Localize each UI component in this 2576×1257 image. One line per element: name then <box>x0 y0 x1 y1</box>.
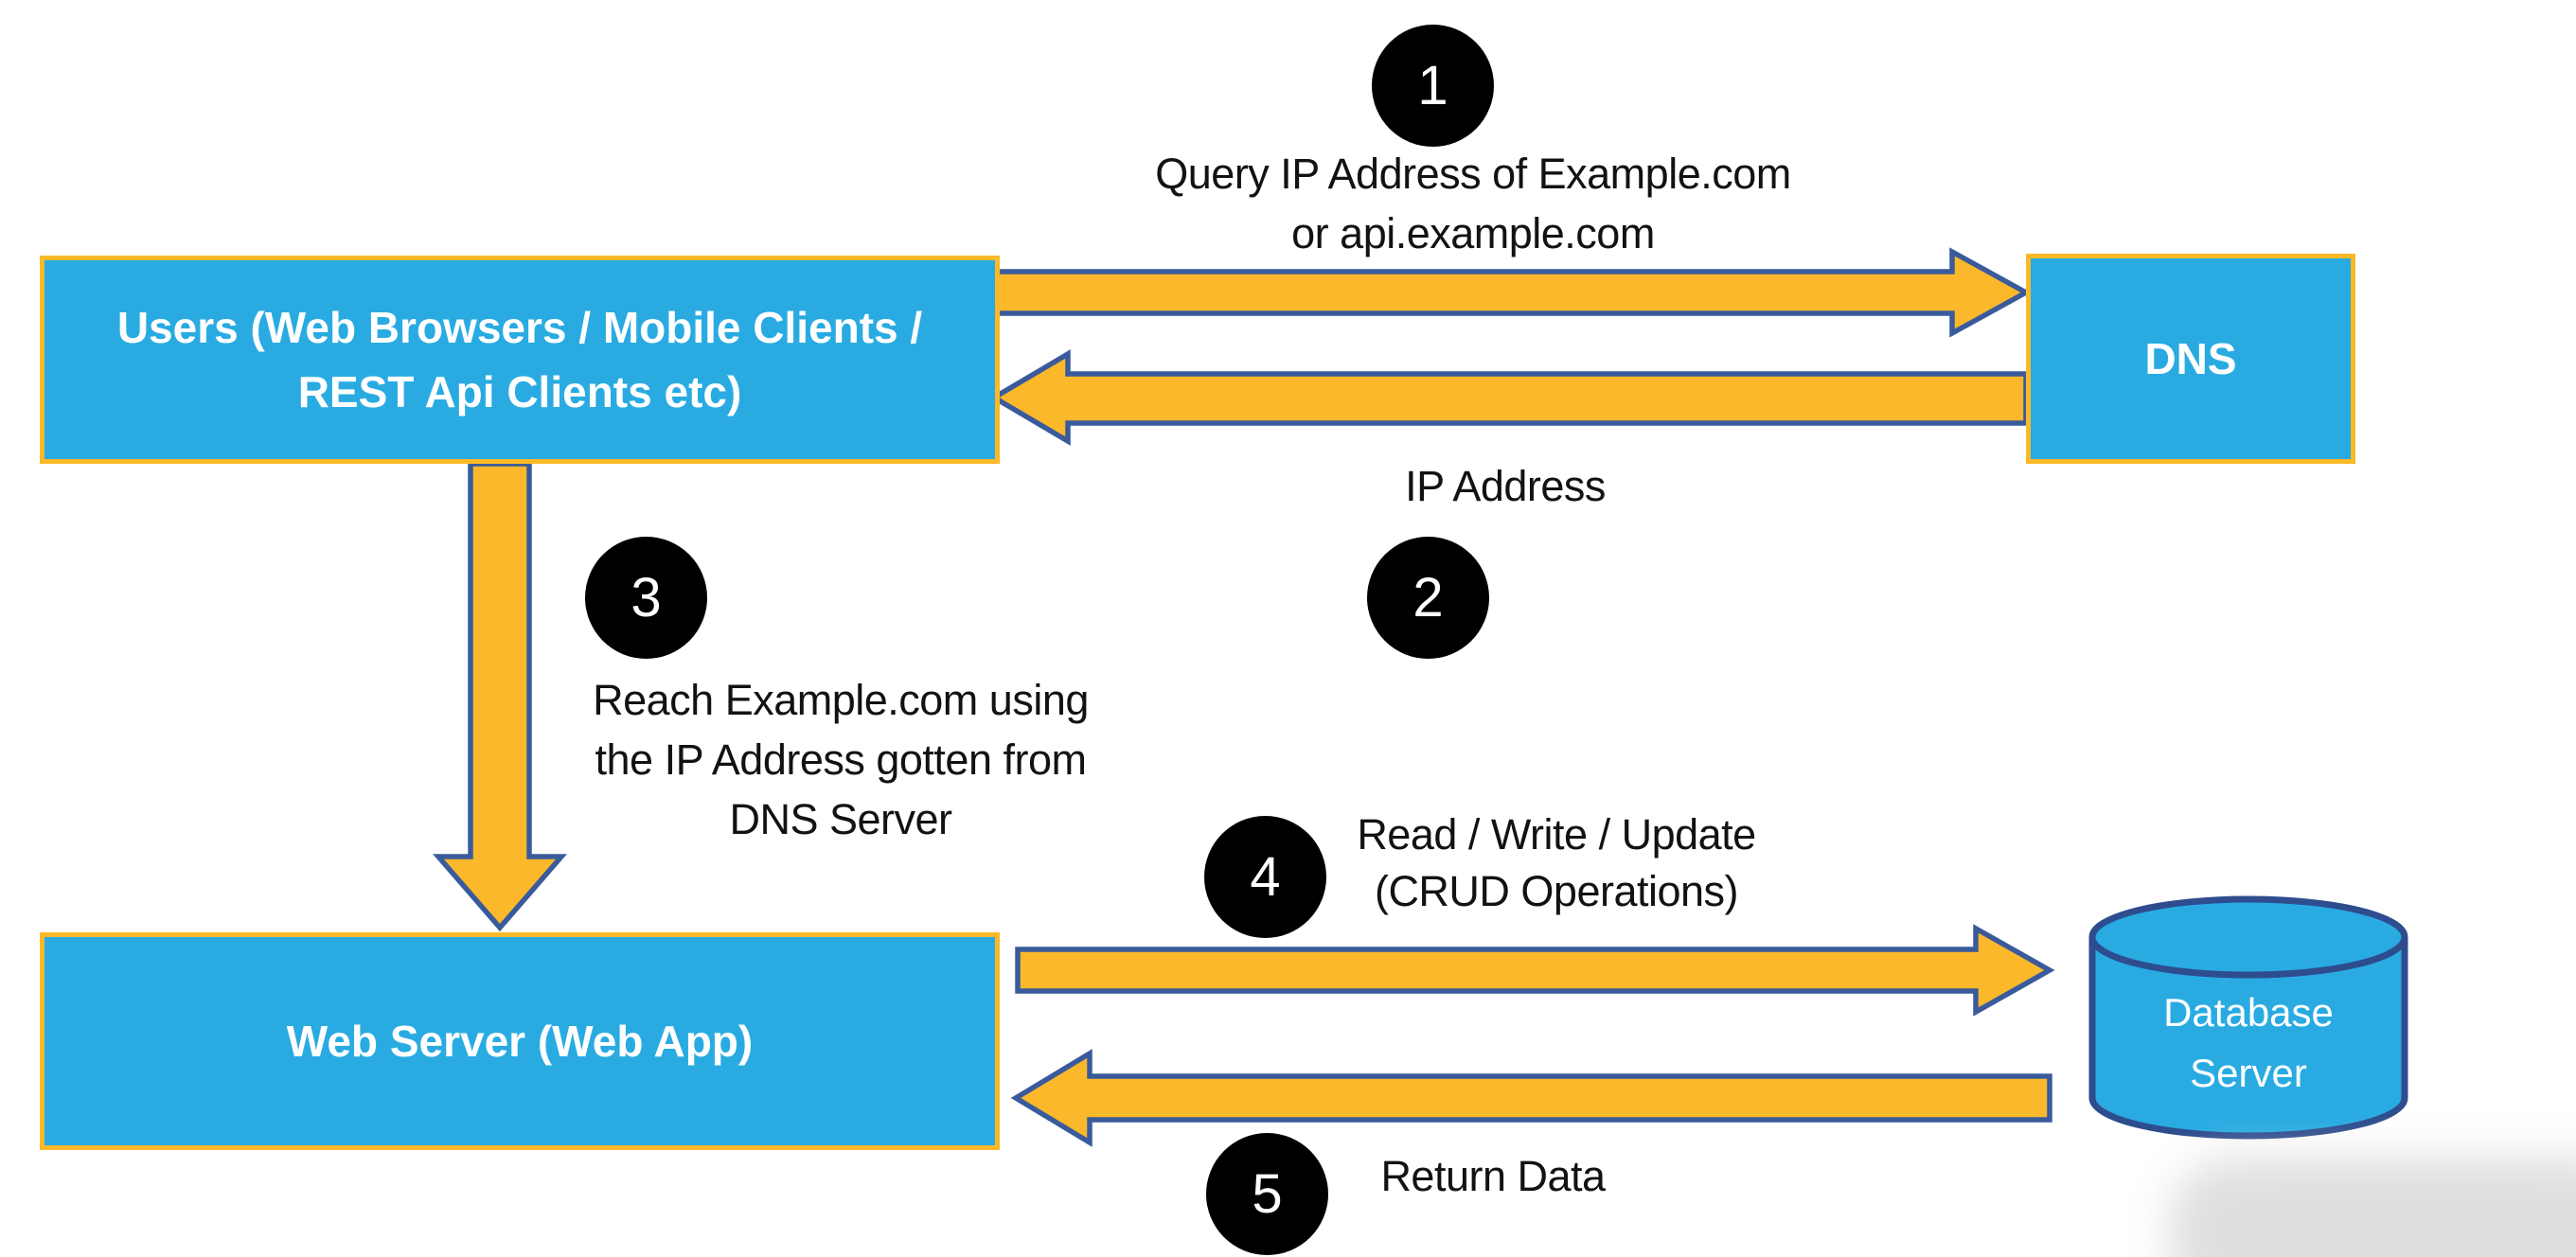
step-1-label-line2: or api.example.com <box>1291 209 1655 257</box>
step-3-label-line2: the IP Address gotten from <box>595 735 1087 784</box>
step-3-label: Reach Example.com using the IP Address g… <box>593 670 1089 849</box>
step-4-label-line1: Read / Write / Update <box>1357 810 1756 859</box>
arrow-reach-webserver-down <box>432 461 568 932</box>
node-dns-box: DNS <box>2026 254 2355 464</box>
step-3-label-line1: Reach Example.com using <box>593 676 1089 724</box>
step-4-number: 4 <box>1250 846 1281 908</box>
node-users-label-line2: REST Api Clients etc) <box>297 367 742 416</box>
step-3-number: 3 <box>631 567 662 628</box>
step-5-badge: 5 <box>1206 1133 1328 1255</box>
step-5-label-line1: Return Data <box>1380 1152 1606 1200</box>
node-users-box: Users (Web Browsers / Mobile Clients / R… <box>40 256 1000 464</box>
step-2-label: IP Address <box>1405 456 1606 516</box>
step-2-badge: 2 <box>1367 537 1489 659</box>
arrow-return-data-left <box>1010 1049 2052 1147</box>
step-1-label: Query IP Address of Example.com or api.e… <box>1155 144 1791 263</box>
database-cylinder-top <box>2088 895 2408 979</box>
arrow-ip-address-left <box>988 349 2029 446</box>
step-2-number: 2 <box>1412 567 1444 628</box>
node-database-label: Database Server <box>2163 983 2334 1104</box>
step-1-badge: 1 <box>1372 25 1494 147</box>
step-5-label: Return Data <box>1380 1146 1606 1206</box>
step-2-label-line1: IP Address <box>1405 462 1606 510</box>
step-4-badge: 4 <box>1204 816 1326 938</box>
node-webserver-box: Web Server (Web App) <box>40 932 1000 1150</box>
step-4-label-line2: (CRUD Operations) <box>1374 867 1739 915</box>
node-dns-label: DNS <box>2144 334 2237 383</box>
step-1-number: 1 <box>1417 55 1448 116</box>
node-webserver-label: Web Server (Web App) <box>286 1017 754 1066</box>
step-3-label-line3: DNS Server <box>729 795 952 843</box>
step-4-label: Read / Write / Update (CRUD Operations) <box>1357 806 1756 920</box>
arrow-crud-right <box>1015 924 2055 1017</box>
arrow-query-dns-right <box>989 247 2032 338</box>
step-3-badge: 3 <box>585 537 707 659</box>
step-1-label-line1: Query IP Address of Example.com <box>1155 150 1791 198</box>
node-database-label-line1: Database <box>2163 990 2334 1035</box>
step-5-number: 5 <box>1252 1163 1283 1225</box>
node-users-label-line1: Users (Web Browsers / Mobile Clients / <box>116 303 923 352</box>
node-database-label-line2: Server <box>2190 1051 2307 1095</box>
corner-shadow <box>2169 1158 2576 1257</box>
